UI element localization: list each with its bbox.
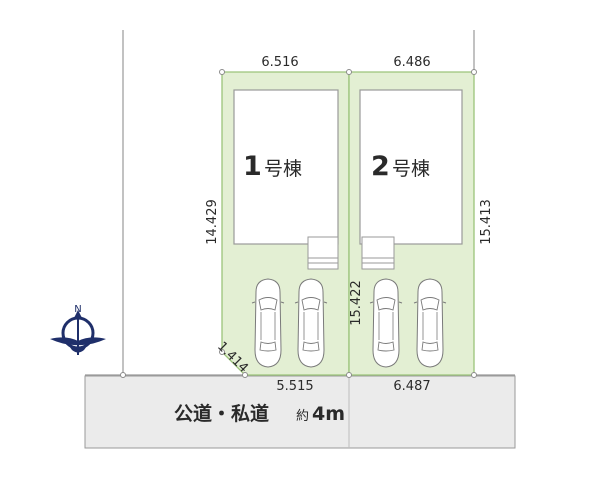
lot-2-bottom-width: 6.487 [393,379,430,394]
building-2-footprint [359,89,463,245]
lot-1-depth: 14.429 [205,199,220,245]
road-label-approx: 約 [296,409,309,424]
building-1-porch [307,236,339,270]
lot-1-top-width: 6.516 [261,55,298,70]
lot-2-top-width: 6.486 [393,55,430,70]
parking-car-1b [294,278,328,368]
building-2-label: 2 号棟 [371,151,430,182]
building-1-label: 1 号棟 [243,151,302,182]
building-2-suffix: 号棟 [392,158,430,180]
road-label-main: 公道・私道 [174,402,269,425]
parking-car-1a [251,278,285,368]
building-1-suffix: 号棟 [264,158,302,180]
road-area [84,375,516,449]
parking-car-2b [413,278,447,368]
compass-north-letter: N [74,304,81,315]
road-label-width: 4m [312,403,345,425]
north-compass-icon: N [50,304,106,355]
building-1-footprint [233,89,339,245]
road-label: 公道・私道 約 4m [174,402,345,425]
building-2-number: 2 [371,151,390,182]
lot-1-bottom-width: 5.515 [276,379,313,394]
boundary-markers [120,69,477,378]
lot-2-inner-depth: 15.422 [349,280,364,326]
lot-2-depth: 15.413 [479,199,494,245]
parking-car-2a [369,278,403,368]
building-1-number: 1 [243,151,262,182]
building-2-porch [361,236,395,270]
